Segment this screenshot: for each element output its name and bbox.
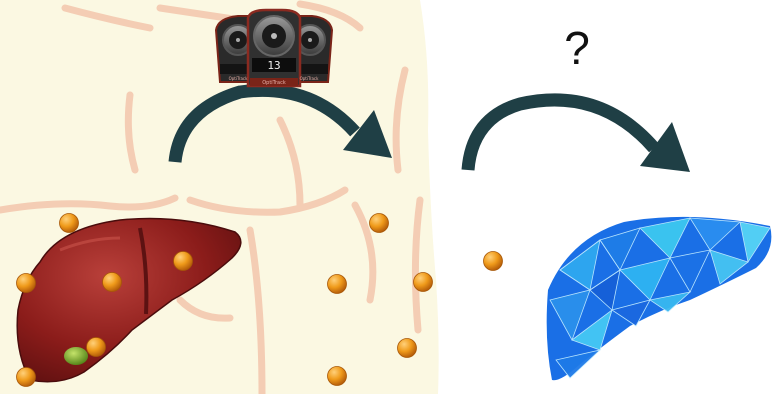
tracking-marker xyxy=(414,273,433,292)
gallbladder xyxy=(64,347,88,365)
camera-brand-label-left: OptiTrack xyxy=(229,76,249,81)
tracking-marker xyxy=(174,252,193,271)
camera-display-value: 13 xyxy=(267,59,280,72)
tracking-marker xyxy=(370,214,389,233)
arrow-markers-to-mesh xyxy=(468,100,690,172)
camera-center xyxy=(248,10,300,86)
tracking-marker xyxy=(17,368,36,387)
tracking-marker xyxy=(328,367,347,386)
tracking-marker xyxy=(484,252,503,271)
tracking-marker xyxy=(17,274,36,293)
camera-brand-label: OptiTrack xyxy=(262,80,286,86)
tracking-marker xyxy=(328,275,347,294)
question-mark: ? xyxy=(564,22,590,74)
tracking-marker xyxy=(60,214,79,233)
reconstructed-liver-mesh xyxy=(547,217,772,380)
tracking-marker xyxy=(103,273,122,292)
tracking-marker xyxy=(87,338,106,357)
camera-brand-label-right: OptiTrack xyxy=(300,76,320,81)
tracking-marker xyxy=(398,339,417,358)
camera-rig xyxy=(216,10,332,86)
